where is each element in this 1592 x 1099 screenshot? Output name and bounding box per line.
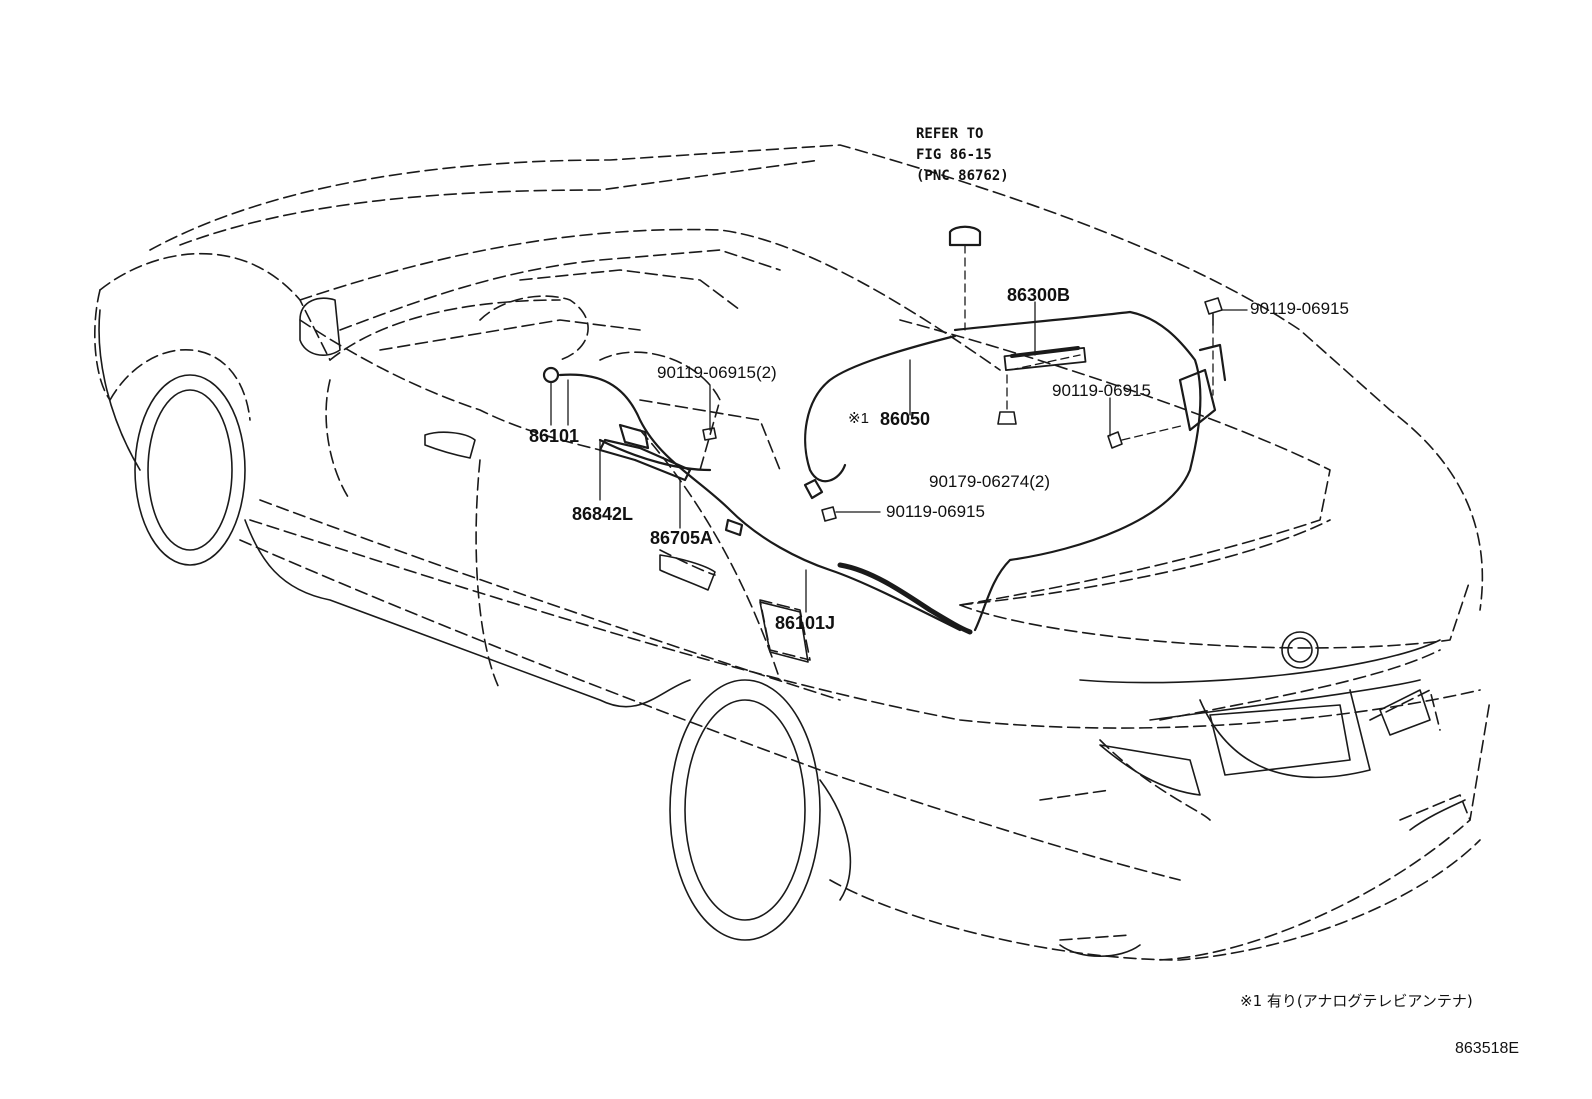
label-86101J: 86101J (775, 613, 836, 633)
bolt-90119-mid (1107, 431, 1123, 449)
label-86705A: 86705A (650, 528, 714, 548)
clip-90179 (997, 411, 1017, 425)
label-90179-06274-2: 90179-06274(2) (929, 472, 1050, 491)
label-86842L: 86842L (572, 504, 634, 524)
label-86101: 86101 (529, 426, 580, 446)
refer-line-2: FIG 86-15 (916, 147, 992, 163)
label-90119-06915-mid: 90119-06915 (1052, 381, 1151, 400)
label-86050: 86050 (880, 409, 931, 429)
label-86050-mark: ※1 (848, 410, 869, 427)
leader-lines (550, 244, 1248, 613)
label-90119-06915-2: 90119-06915(2) (657, 363, 777, 382)
refer-note: REFER TO FIG 86-15 (PNC 86762) (916, 124, 1009, 187)
label-86300B: 86300B (1007, 285, 1071, 305)
car-body-outline (94, 144, 1491, 961)
label-90119-06915-right: 90119-06915 (1250, 299, 1349, 318)
antenna-harness (542, 225, 1227, 635)
footnote: ※1 有り(アナログテレビアンテナ) (1240, 992, 1473, 1010)
refer-line-3: (PNC 86762) (916, 168, 1009, 184)
label-90119-06915-lower: 90119-06915 (886, 502, 985, 521)
figure-code: 863518E (1455, 1040, 1520, 1057)
bolt-90119-right (1204, 297, 1223, 326)
refer-line-1: REFER TO (916, 126, 984, 142)
car-body-solid (98, 297, 1466, 958)
bolt-90119-lower (821, 506, 837, 522)
